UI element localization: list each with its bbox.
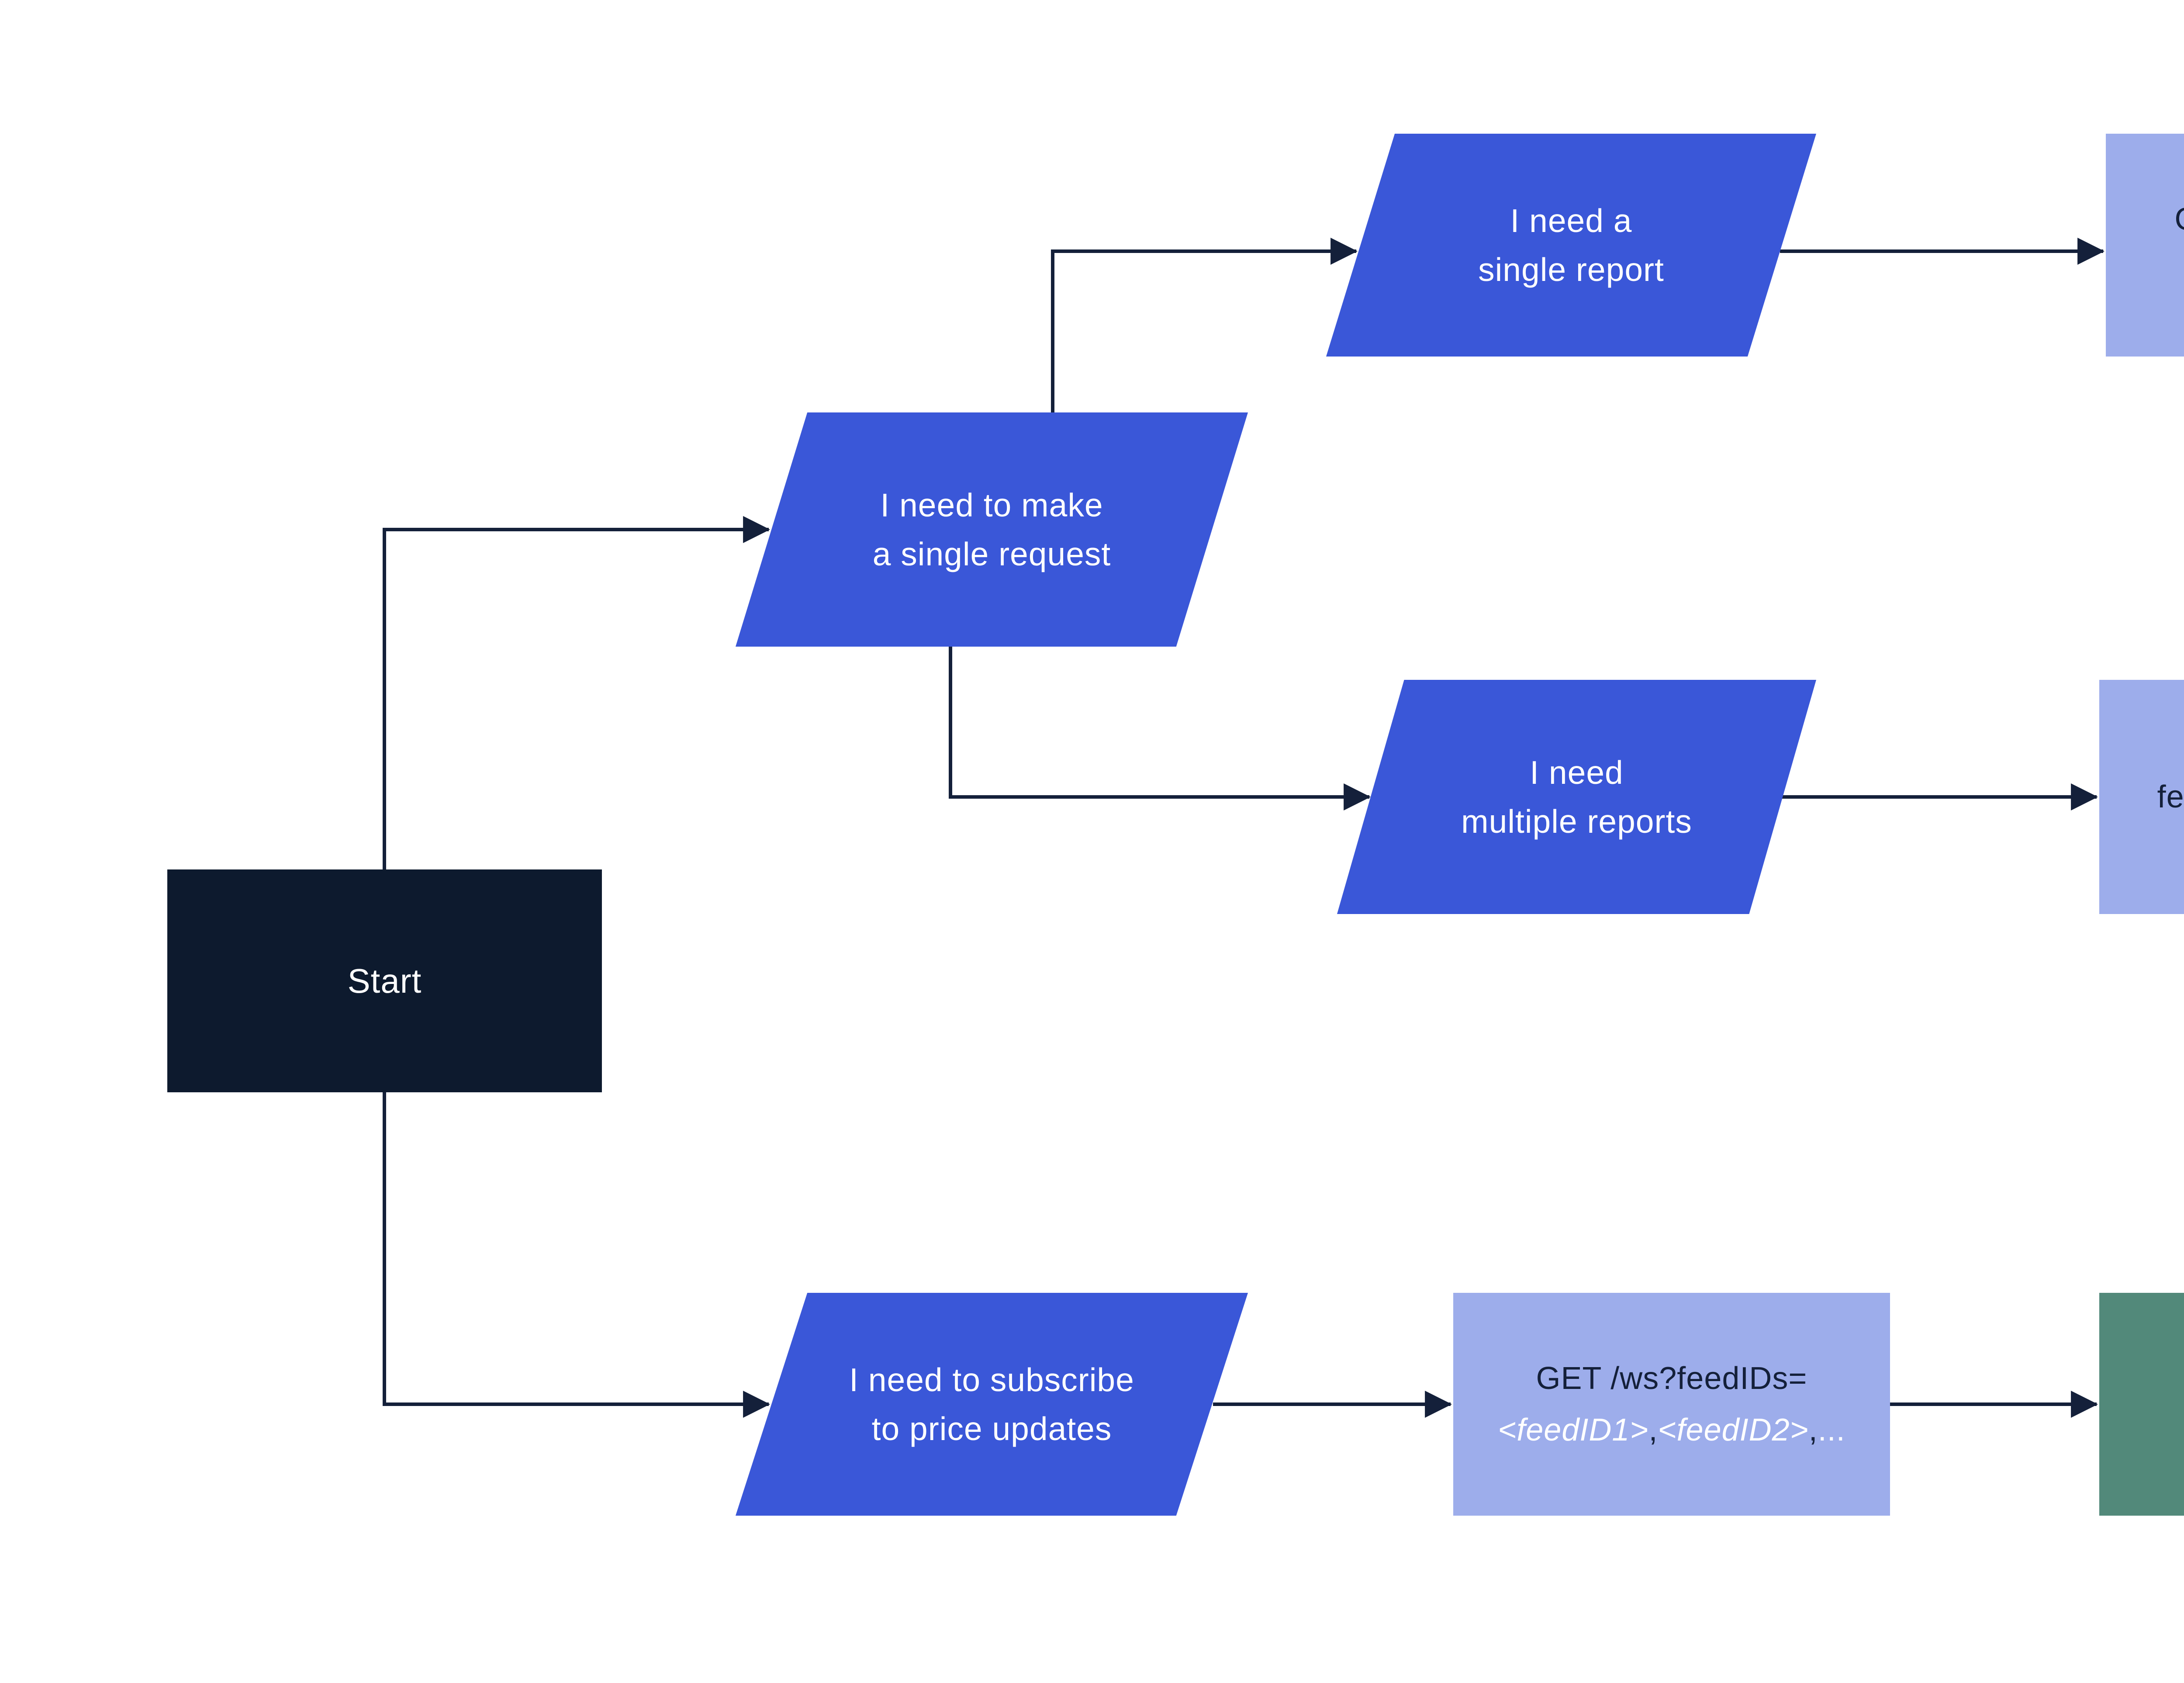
request-line: feedIDs=<feedID1>,<feedID2>,...& [2157,779,2184,814]
node-start-label: Start [347,961,422,1000]
node-get-ws-request: GET /ws?feedIDs= <feedID1>,<feedID2>,... [1453,1293,1890,1516]
node-label-line: multiple reports [1461,803,1692,840]
node-label-line: to price updates [871,1410,1112,1447]
node-need-single-report: I need a single report [1326,134,1816,357]
node-need-single-request: I need to make a single request [736,412,1248,647]
node-get-report-request: GET /reports?feedID=<feedID>& timestamp=… [2106,134,2184,357]
node-label-line: I need a [1510,202,1632,239]
node-label-line: I need [1530,754,1624,791]
node-ws-stream-result: [feedID1, report] [feedID2, report] ... [2099,1293,2184,1516]
node-label-line: a single request [872,536,1111,572]
request-line: GET /ws?feedIDs= [1536,1361,1807,1396]
connector-start-to-single-request [383,516,771,869]
node-label-line: single report [1478,251,1664,288]
node-get-bulk-request: GET /reports/bulk? feedIDs=<feedID1>,<fe… [2099,680,2184,914]
request-line: <feedID1>,<feedID2>,... [1498,1413,1845,1448]
node-need-subscribe: I need to subscribe to price updates [736,1293,1248,1516]
connector-start-to-subscribe [383,1092,771,1418]
node-need-multiple-reports: I need multiple reports [1337,680,1816,914]
node-label-line: I need to subscribe [849,1361,1134,1398]
node-start: Start [167,869,602,1092]
node-label-line: I need to make [880,486,1103,523]
connector-single-request-to-single-report [1051,238,1358,412]
request-line: GET /reports?feedID=<feedID>& [2174,204,2184,235]
connector-single-request-to-multiple-reports [949,647,1371,810]
